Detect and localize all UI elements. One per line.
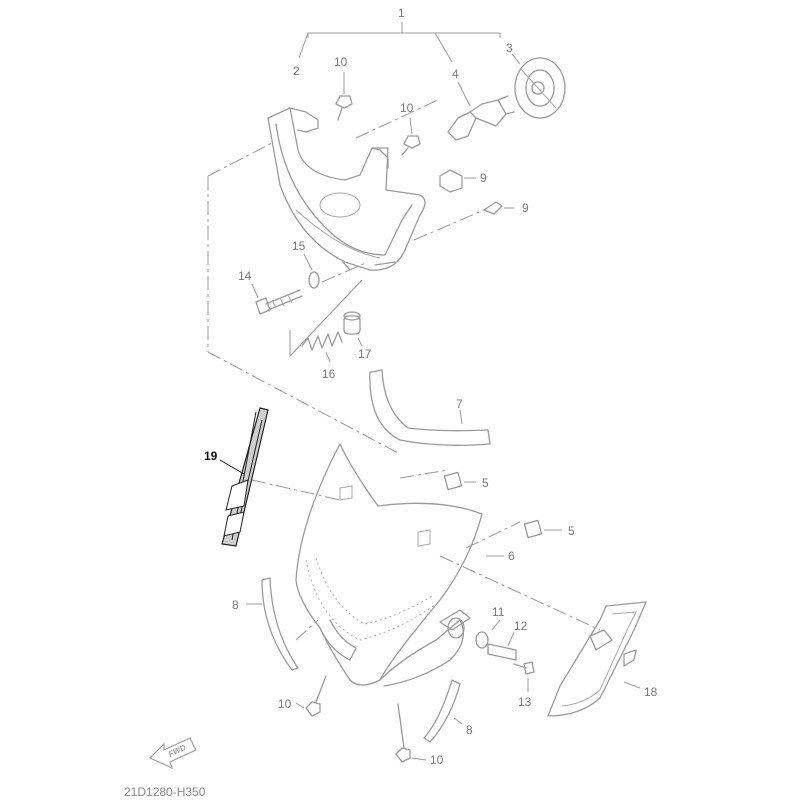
callout-17: 17 — [358, 347, 372, 361]
callout-9-upper: 9 — [480, 171, 487, 185]
callout-3: 3 — [506, 41, 513, 55]
spring-16 — [301, 331, 343, 363]
screw-14 — [251, 283, 303, 315]
washer-15 — [303, 253, 320, 289]
callout-6: 6 — [508, 549, 515, 563]
bolt-middle — [401, 117, 421, 156]
callout-18: 18 — [644, 685, 658, 699]
bulb-cover — [511, 53, 566, 119]
parts-group-bracket — [289, 279, 363, 358]
collar-12 — [487, 631, 517, 661]
callout-10-middle: 10 — [400, 101, 414, 115]
callout-10-upper: 10 — [334, 55, 348, 69]
nut-9b — [483, 201, 514, 215]
bolt-lower-right — [395, 703, 427, 763]
callout-15: 15 — [292, 239, 306, 253]
callout-labels: 1 2 3 4 5 5 6 7 8 8 9 9 10 10 10 10 11 1… — [204, 6, 658, 767]
callout-10-lower-right: 10 — [430, 753, 444, 767]
callout-7: 7 — [456, 397, 463, 411]
callout-5-lower: 5 — [568, 524, 575, 538]
decal-19[interactable] — [219, 407, 269, 547]
callout-1: 1 — [398, 6, 405, 20]
callout-11: 11 — [492, 605, 505, 619]
callout-8-right: 8 — [466, 723, 473, 737]
damper-11 — [447, 617, 501, 649]
callout-19[interactable]: 19 — [204, 449, 218, 463]
fwd-arrow-icon: FWD — [148, 737, 197, 770]
nut-5a — [443, 471, 476, 491]
grommet-17 — [343, 311, 363, 347]
headlight-housing — [267, 107, 426, 271]
callout-12: 12 — [514, 619, 528, 633]
assembly-lines — [207, 99, 601, 641]
stay-7 — [369, 369, 491, 446]
callout-10-lower-left: 10 — [278, 697, 292, 711]
nut-9a — [439, 169, 476, 193]
headlight-cowl — [295, 443, 504, 687]
bulb — [447, 81, 515, 141]
callout-16: 16 — [322, 367, 336, 381]
callout-14: 14 — [238, 269, 252, 283]
callout-5-upper: 5 — [482, 476, 489, 490]
callout-4: 4 — [452, 67, 459, 81]
emblem-18 — [547, 601, 647, 717]
bolt-13 — [513, 661, 535, 692]
callout-9-lower: 9 — [522, 201, 529, 215]
diagram-code: 21D1280-H350 — [124, 785, 206, 799]
assembly-bracket-1 — [298, 22, 501, 63]
trim-8-right — [423, 679, 463, 743]
trim-8-left — [246, 577, 299, 671]
callout-13: 13 — [518, 695, 532, 709]
bolt-lower-left — [295, 675, 327, 717]
nut-5b — [523, 519, 562, 539]
callout-2: 2 — [293, 64, 300, 78]
bolt-upper — [335, 72, 353, 121]
callout-8-left: 8 — [232, 598, 239, 612]
